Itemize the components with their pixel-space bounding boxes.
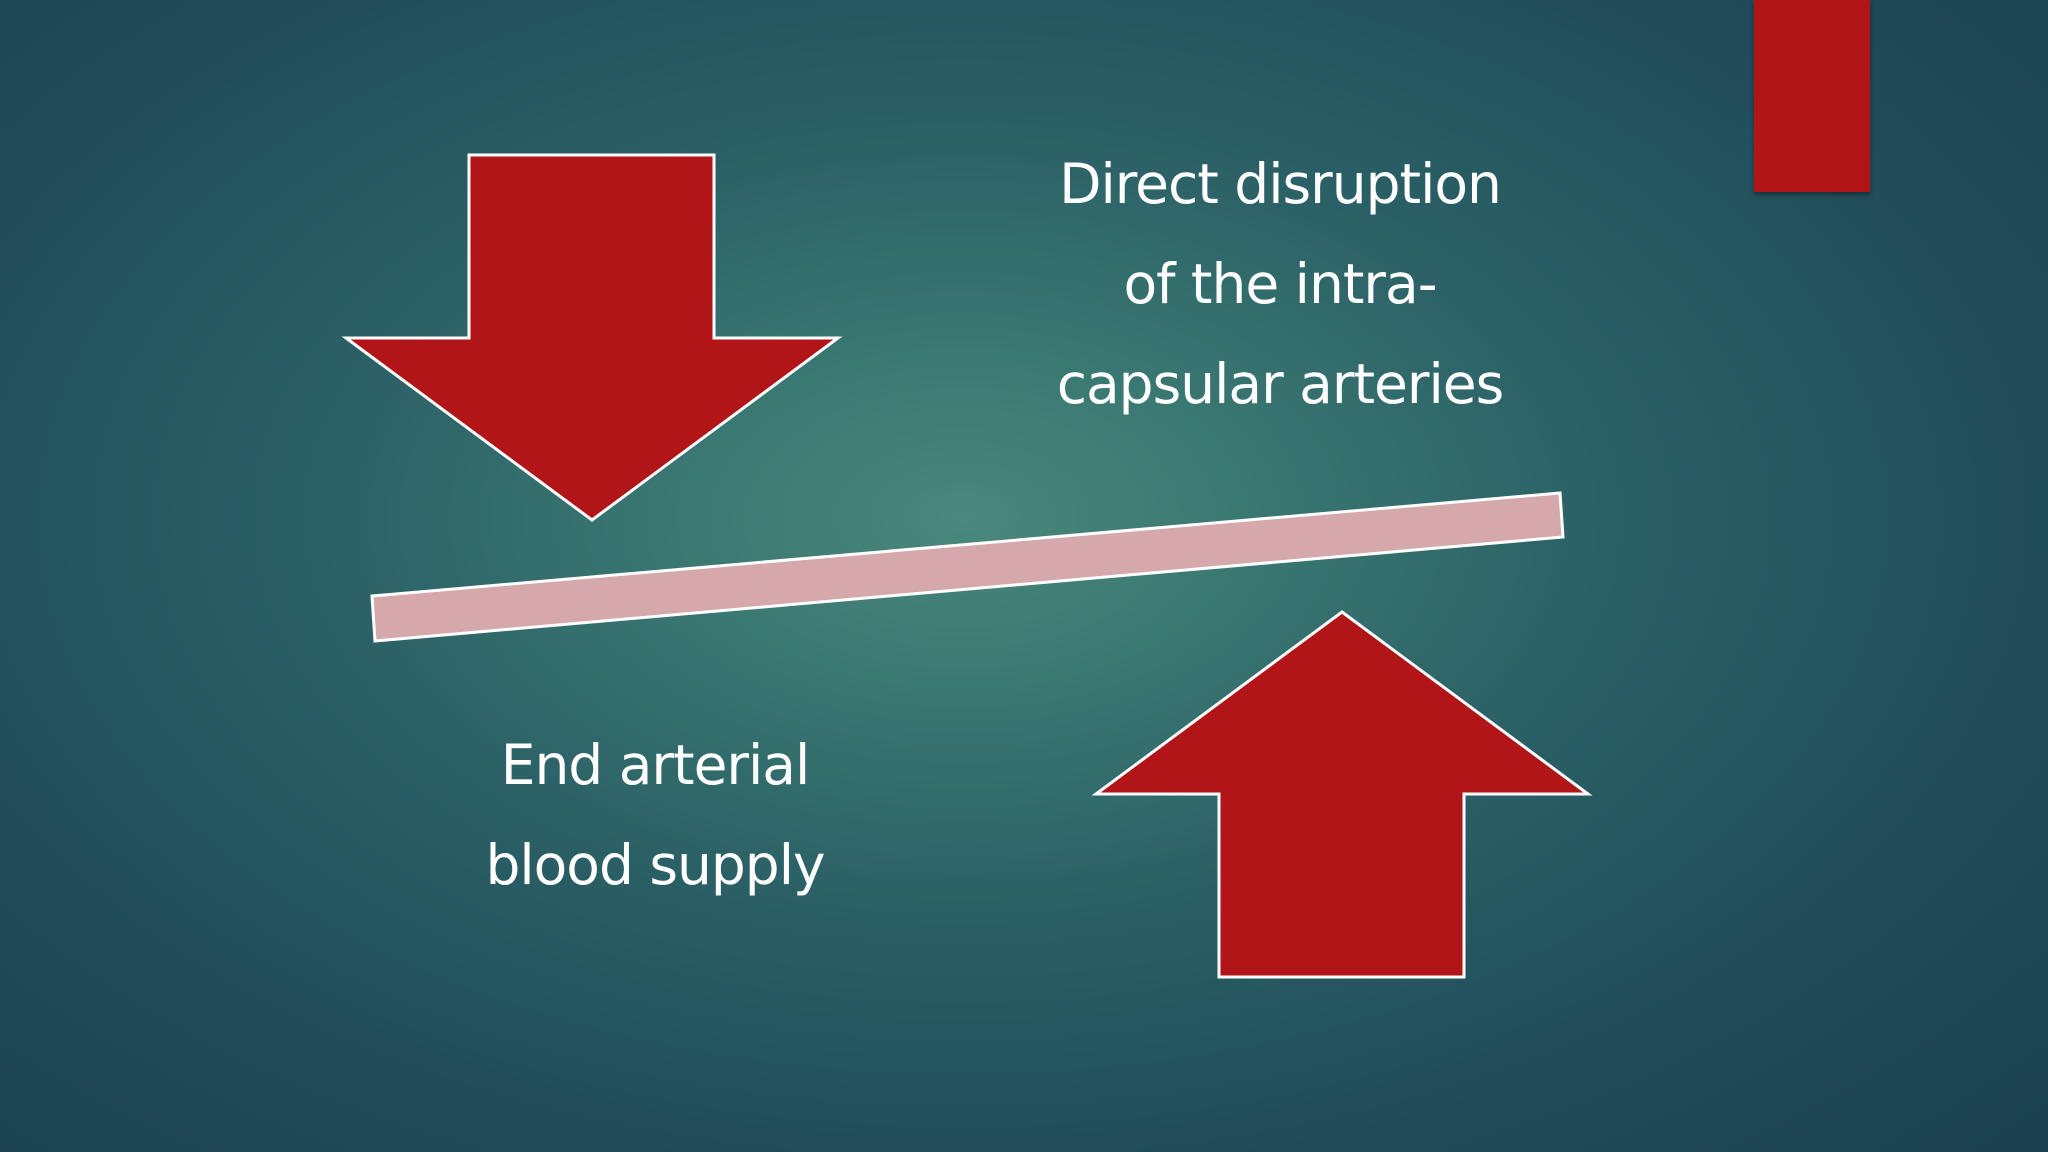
accent-bar bbox=[1754, 0, 1870, 192]
disruption-label-line-1: Direct disruption bbox=[1059, 152, 1502, 216]
up-arrow bbox=[1091, 610, 1593, 979]
disruption-label-line-3: capsular arteries bbox=[1056, 352, 1505, 416]
balance-bar bbox=[370, 491, 1565, 643]
blood-supply-label-line-2: blood supply bbox=[485, 833, 825, 897]
blood-supply-label-line-1: End arterial bbox=[500, 733, 811, 797]
disruption-label-line-2: of the intra- bbox=[1123, 252, 1437, 316]
down-arrow bbox=[341, 153, 843, 522]
disruption-label: Direct disruption of the intra- capsular… bbox=[1010, 134, 1550, 434]
blood-supply-label: End arterial blood supply bbox=[430, 715, 880, 915]
